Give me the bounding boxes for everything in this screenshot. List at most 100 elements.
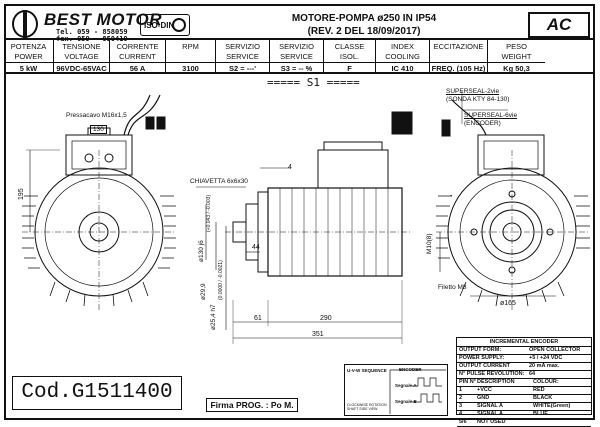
rotation-note: CLOCKWISE ROTATION SHAFT SIDE VIEW [347, 403, 387, 411]
pin-description: +VCC [477, 387, 492, 393]
key-label: CHIAVETTA 6x6x30 [190, 178, 248, 185]
dim-165: ø165 [500, 300, 516, 307]
encoder-property-key: OUTPUT CURRENT [459, 363, 511, 369]
uvw-sequence-box: U-V-W SEQUENCE ENCODER Segnale A Segnale… [344, 364, 448, 416]
pin-description: NOT USED [477, 419, 506, 425]
encoder-wave-title: ENCODER [399, 367, 422, 372]
dim-shaft-29: ø29,9 [200, 283, 207, 300]
dim-290: 290 [320, 315, 332, 322]
encoder-table-title: INCREMENTAL ENCODER [457, 338, 591, 347]
cable-gland-label: Pressacavo M16x1,5 [66, 112, 127, 119]
best-motor-logo [12, 10, 38, 38]
spec-column: CLASSE ISOL.F [324, 40, 376, 74]
spec-value: 5 kW [4, 62, 53, 75]
brand-name: BEST MOTOR [44, 10, 163, 29]
telephone: Tel. 059 - 858059 [56, 28, 128, 36]
drawing-code: Cod.G1511400 [12, 376, 182, 410]
dim-shaft-25: ø25,4 h7 [210, 304, 217, 330]
dim-flange-130: ø130 j6 [198, 240, 205, 262]
pin-colour: BLACK [533, 395, 553, 401]
spec-value: FREQ. (105 Hz) [430, 62, 487, 73]
encoder-spec-table: INCREMENTAL ENCODER OUTPUT FORM: OPEN COL… [456, 337, 592, 427]
drawing-sheet [4, 4, 595, 420]
pin-row: 4 SIGNAL A BLUE [457, 411, 591, 419]
spec-label: RPM [182, 42, 199, 51]
uvw-title: U-V-W SEQUENCE [347, 368, 387, 373]
box-width-dim: 130 [90, 125, 107, 134]
spec-label: ECCITAZIONE [433, 42, 484, 51]
encoder-property-value: 20 mA max. [529, 363, 560, 369]
thread-label: Filetto M8 [438, 284, 467, 291]
projection-symbol-icon [172, 18, 186, 32]
spec-value: S2 = ---' [216, 62, 269, 75]
signal-b-label: Segnale B [395, 399, 417, 404]
dim-351: 351 [312, 331, 324, 338]
spec-value: S3 = -- % [270, 62, 323, 75]
encoder-property-key: OUTPUT FORM: [459, 347, 502, 353]
encoder-label: (ENCODER) [464, 120, 501, 127]
ac-type-badge: AC [528, 12, 590, 38]
encoder-property-value: OPEN COLLECTOR [529, 347, 581, 353]
iso-din-badge: ISO-DIN [140, 14, 190, 36]
pin-colour: COLOUR: [533, 379, 559, 385]
superseal-2-label: SUPERSEAL-2vie [446, 88, 500, 95]
dim-44: 44 [252, 244, 260, 251]
encoder-property-row: N° PULSE REVOLUTION: 64 [457, 371, 591, 379]
encoder-property-value: 64 [529, 371, 536, 377]
pin-description: SIGNAL A [477, 403, 503, 409]
title-line-2: (REV. 2 DEL 18/09/2017) [307, 26, 421, 37]
pin-number: 2 [459, 395, 463, 401]
contact-info: Tel. 059 - 858059 fax. 059 - 850410 [56, 29, 128, 43]
dim-4: 4 [288, 164, 292, 171]
spec-label: PESO WEIGHT [501, 42, 532, 61]
spec-label: SERVIZIO SERVICE [279, 42, 314, 61]
spec-label: CORRENTE CURRENT [116, 42, 159, 61]
spec-label: SERVIZIO SERVICE [225, 42, 260, 61]
front-view-drawing [391, 91, 590, 310]
tol-25: (0.0000 / -0.0021) [218, 260, 224, 300]
encoder-property-value: +5 / +24 VDC [529, 355, 563, 361]
service-class-label: ===== S1 ===== [267, 76, 360, 89]
signal-a-label: Segnale A [395, 383, 417, 388]
spec-value: 56 A [110, 62, 165, 75]
spec-value: IC 410 [376, 62, 429, 75]
spec-label: POTENZA POWER [10, 42, 47, 61]
title-block-header: BEST MOTOR Tel. 059 - 858059 fax. 059 - … [4, 4, 595, 43]
encoder-property-key: N° PULSE REVOLUTION: [459, 371, 525, 377]
rear-view-drawing [22, 94, 176, 310]
sonda-label: (SONDA KTY 84-130) [446, 96, 510, 103]
pin-colour: RED [533, 387, 545, 393]
title-line-1: MOTORE-POMPA ø250 IN IP54 [291, 13, 437, 24]
encoder-property-row: POWER SUPPLY: +5 / +24 VDC [457, 355, 591, 363]
encoder-waveform [389, 369, 446, 414]
spec-column: RPM 3100 [166, 40, 216, 74]
pin-number: 4 [459, 411, 463, 417]
spec-column: ECCITAZIONE FREQ. (105 Hz) [430, 40, 488, 74]
iso-din-label: ISO-DIN [144, 21, 175, 30]
pin-colour: BLUE [533, 411, 548, 417]
superseal-6-label: SUPERSEAL-6vie [464, 112, 518, 119]
tol-130: (+0.043 / -0.003) [206, 194, 212, 232]
encoder-property-row: OUTPUT CURRENT 20 mA max. [457, 363, 591, 371]
encoder-property-key: POWER SUPPLY: [459, 355, 505, 361]
spec-value: 3100 [166, 62, 215, 75]
pin-number: PIN N° [459, 379, 476, 385]
spec-label: INDEX COOLING [385, 42, 420, 61]
pin-row: 2 GND BLACK [457, 395, 591, 403]
dim-195: 195 [18, 188, 25, 200]
pin-description: GND [477, 395, 490, 401]
pin-description: SIGNAL A [477, 411, 503, 417]
pin-colour: WHITE(Green) [533, 403, 571, 409]
